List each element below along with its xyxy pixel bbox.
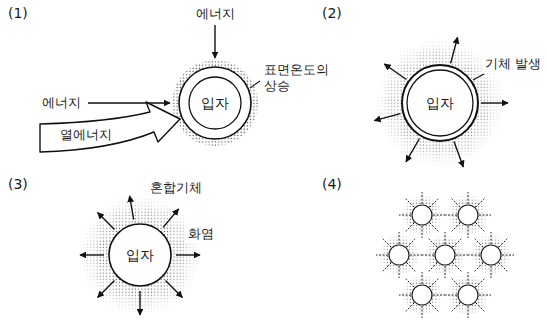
burning-particle bbox=[399, 192, 445, 238]
leader-line bbox=[250, 81, 260, 88]
energy-arrow bbox=[214, 25, 215, 58]
leader-line bbox=[473, 74, 484, 80]
particle-surface bbox=[179, 67, 251, 139]
flame-arrows bbox=[80, 196, 200, 315]
hot-surface-band bbox=[172, 60, 258, 146]
flame-halo bbox=[80, 195, 200, 315]
heat-energy-label: 열에너지 bbox=[58, 127, 114, 143]
burning-particle bbox=[422, 232, 468, 278]
energy-arrow bbox=[88, 102, 170, 103]
energy-label: 에너지 bbox=[40, 95, 83, 111]
particle-surface bbox=[402, 65, 478, 141]
panel-number: (3) bbox=[6, 176, 30, 193]
particle-label: 입자 bbox=[201, 95, 229, 111]
panel-number: (4) bbox=[320, 176, 344, 193]
energy-label: 에너지 bbox=[194, 6, 237, 22]
particle-cloud bbox=[376, 192, 514, 318]
particle-circle: 입자 bbox=[406, 69, 474, 137]
particle-circle: 입자 bbox=[108, 223, 172, 287]
burning-particle bbox=[445, 272, 491, 318]
gas-release-label: 기체 발생 bbox=[483, 56, 543, 72]
surface-temperature-label: 표면온도의 상승 bbox=[262, 62, 338, 93]
panel-number: (1) bbox=[6, 5, 30, 22]
burning-particle bbox=[468, 232, 514, 278]
burning-particle bbox=[376, 232, 422, 278]
mixed-gas-label: 혼합기체 bbox=[148, 180, 204, 196]
burning-particle bbox=[399, 272, 445, 318]
flame-panel bbox=[80, 195, 200, 315]
flame-label: 화염 bbox=[186, 226, 216, 242]
particle-label: 입자 bbox=[126, 247, 154, 263]
panel-number: (2) bbox=[320, 5, 344, 22]
particle-circle: 입자 bbox=[188, 76, 242, 130]
burning-particle bbox=[445, 192, 491, 238]
heating-panel bbox=[40, 25, 260, 152]
particle-label: 입자 bbox=[426, 95, 454, 111]
